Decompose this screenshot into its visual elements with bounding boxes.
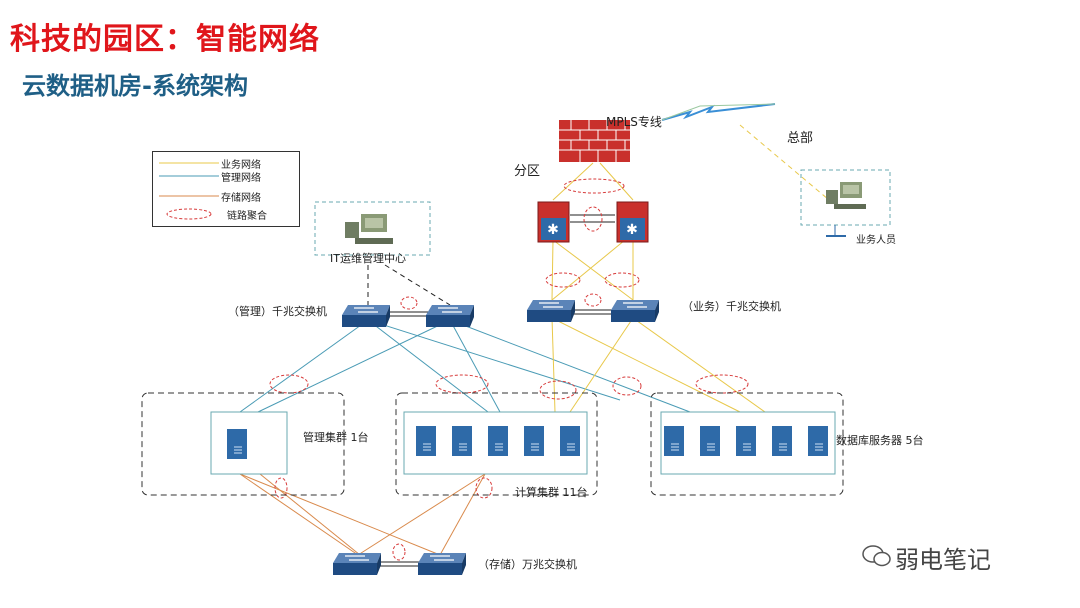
it-center-label: IT运维管理中心 [330,252,406,265]
legend-ellipse-swatch [166,208,212,220]
workstation-icon [345,214,393,244]
db-server-box [650,392,844,496]
legend-line-swatch [159,175,219,177]
switch-icon [333,553,381,575]
server-icon [700,426,720,456]
server-icon [416,426,436,456]
legend-item-storage: 存储网络 [153,191,299,204]
compute-cluster-box [395,392,598,496]
core-router-icon: ✱ [616,201,649,243]
watermark: 弱电笔记 [895,546,991,574]
legend-label: 管理网络 [221,173,261,184]
hq-label: 总部 [787,131,814,146]
page-title: 科技的园区：智能网络 [10,22,320,57]
legend-label: 业务网络 [221,160,261,171]
connection-lines [239,124,836,567]
legend-item-management: 管理网络 [153,171,299,184]
branch-label: 分区 [514,164,541,179]
mgmt-cluster-label: 管理集群 1台 [303,431,369,444]
biz-switch-label: （业务）千兆交换机 [682,300,781,313]
svg-text:✱: ✱ [547,222,559,238]
wechat-icon [862,545,891,567]
server-icon [560,426,580,456]
switch-icon [342,305,390,327]
server-icon [524,426,544,456]
legend-line-swatch [159,195,219,197]
business-staff-label: 业务人员 [856,235,896,246]
mpls-link [661,103,776,121]
link-aggregation-ellipses [269,178,749,561]
server-icon [452,426,472,456]
server-icon [772,426,792,456]
server-icon [808,426,828,456]
legend-line-swatch [159,162,219,164]
core-router-icon: ✱ [537,201,570,243]
business-staff-box [800,169,891,226]
server-icon [664,426,684,456]
switch-icon [611,300,659,322]
legend-label: 存储网络 [221,193,261,204]
switch-icon [418,553,466,575]
legend: 业务网络 管理网络 存储网络 链路聚合 [152,151,300,227]
switch-icon [527,300,575,322]
mpls-label: MPLS专线 [606,115,662,129]
mgmt-cluster-box [141,392,345,496]
server-icon [227,429,247,459]
db-servers-label: 数据库服务器 5台 [836,434,924,447]
page-subtitle: 云数据机房-系统架构 [22,72,248,100]
workstation-icon [826,182,866,209]
firewall-icon [559,120,630,162]
legend-item-business: 业务网络 [153,158,299,171]
it-center-box [314,201,431,256]
legend-label: 链路聚合 [227,211,267,222]
switch-icon [426,305,474,327]
storage-switch-label: （存储）万兆交换机 [478,558,577,571]
mgmt-switch-label: （管理）千兆交换机 [228,305,327,318]
server-icon [488,426,508,456]
server-icon [736,426,756,456]
legend-item-aggregation: 链路聚合 [153,208,299,222]
svg-text:✱: ✱ [626,222,638,238]
compute-cluster-label: 计算集群 11台 [515,486,588,499]
